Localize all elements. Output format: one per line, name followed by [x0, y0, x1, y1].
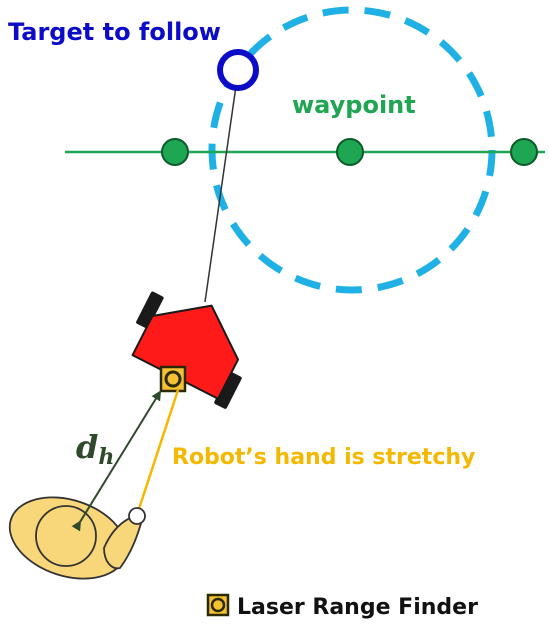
robot-wheel-right: [214, 371, 242, 409]
robot: [131, 291, 242, 409]
hand-stretchy-label: Robot’s hand is stretchy: [172, 445, 475, 470]
human-head: [35, 505, 97, 567]
waypoint-dot: [510, 138, 538, 166]
hand-grip-point: [128, 507, 146, 525]
waypoint-dot: [336, 138, 364, 166]
robot-wheel-left: [136, 291, 164, 329]
distance-subscript: h: [98, 444, 114, 470]
robot-target-line: [204, 71, 239, 303]
waypoint-dot: [161, 138, 189, 166]
legend-laser-label: Laser Range Finder: [237, 595, 478, 620]
human-figure: [8, 496, 146, 580]
target-label: Target to follow: [8, 18, 221, 46]
target-marker: [217, 49, 259, 91]
laser-range-finder-icon: [159, 365, 187, 393]
legend-laser: Laser Range Finder: [206, 593, 478, 620]
distance-arrow: [71, 390, 162, 532]
distance-symbol: d: [76, 428, 98, 466]
follow-range-circle: [208, 6, 496, 294]
waypoint-label: waypoint: [292, 91, 416, 119]
distance-label: dh: [76, 428, 114, 470]
